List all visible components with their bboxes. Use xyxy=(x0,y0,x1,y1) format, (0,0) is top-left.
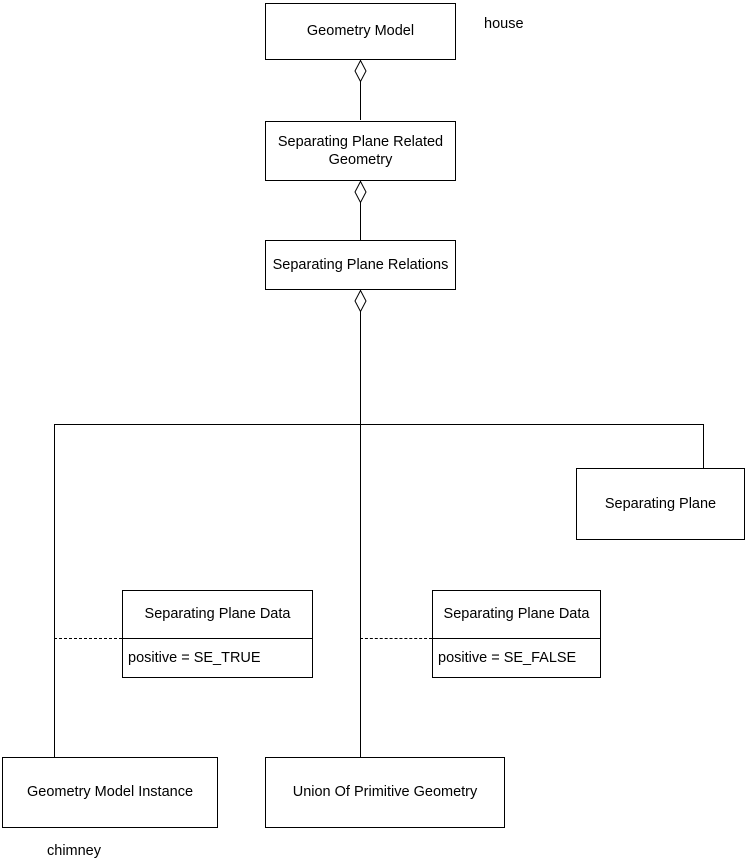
aggregation-diamond-related-geometry xyxy=(354,181,367,203)
node-separating-plane-relations-label: Separating Plane Relations xyxy=(272,256,449,273)
node-separating-plane-data-true[interactable]: Separating Plane Data positive = SE_TRUE xyxy=(122,590,313,678)
node-geometry-model-label: Geometry Model xyxy=(306,23,415,40)
node-geometry-model[interactable]: Geometry Model xyxy=(265,3,456,60)
edge-relations-trunk xyxy=(360,290,361,757)
node-separating-plane-data-false-name: Separating Plane Data xyxy=(433,591,600,639)
edge-related-geometry-to-relations xyxy=(360,181,361,240)
node-separating-plane-data-true-name: Separating Plane Data xyxy=(123,591,312,639)
edge-branch-bus xyxy=(54,424,704,425)
annotation-house: house xyxy=(484,16,524,32)
node-separating-plane-label: Separating Plane xyxy=(604,495,717,512)
edge-branch-to-geometry-model-instance xyxy=(54,424,55,757)
edge-geometry-model-to-related-geometry xyxy=(360,60,361,120)
node-union-of-primitive-geometry[interactable]: Union Of Primitive Geometry xyxy=(265,757,505,828)
node-separating-plane-relations[interactable]: Separating Plane Relations xyxy=(265,240,456,290)
node-separating-plane[interactable]: Separating Plane xyxy=(576,468,745,540)
node-geometry-model-instance-label: Geometry Model Instance xyxy=(26,784,194,801)
node-union-of-primitive-geometry-label: Union Of Primitive Geometry xyxy=(292,784,478,801)
note-link-separating-plane-data-false xyxy=(360,638,432,639)
aggregation-diamond-geometry-model xyxy=(354,60,367,82)
node-geometry-model-instance[interactable]: Geometry Model Instance xyxy=(2,757,218,828)
aggregation-diamond-relations xyxy=(354,290,367,312)
node-separating-plane-data-false-attribute: positive = SE_FALSE xyxy=(438,650,577,667)
edge-branch-to-separating-plane xyxy=(703,424,704,468)
node-separating-plane-related-geometry[interactable]: Separating Plane Related Geometry xyxy=(265,121,456,181)
node-separating-plane-related-geometry-label: Separating Plane Related Geometry xyxy=(277,133,444,168)
node-separating-plane-data-false[interactable]: Separating Plane Data positive = SE_FALS… xyxy=(432,590,601,678)
node-separating-plane-data-true-attribute: positive = SE_TRUE xyxy=(128,650,261,667)
note-link-separating-plane-data-true xyxy=(54,638,122,639)
annotation-chimney: chimney xyxy=(47,843,101,859)
